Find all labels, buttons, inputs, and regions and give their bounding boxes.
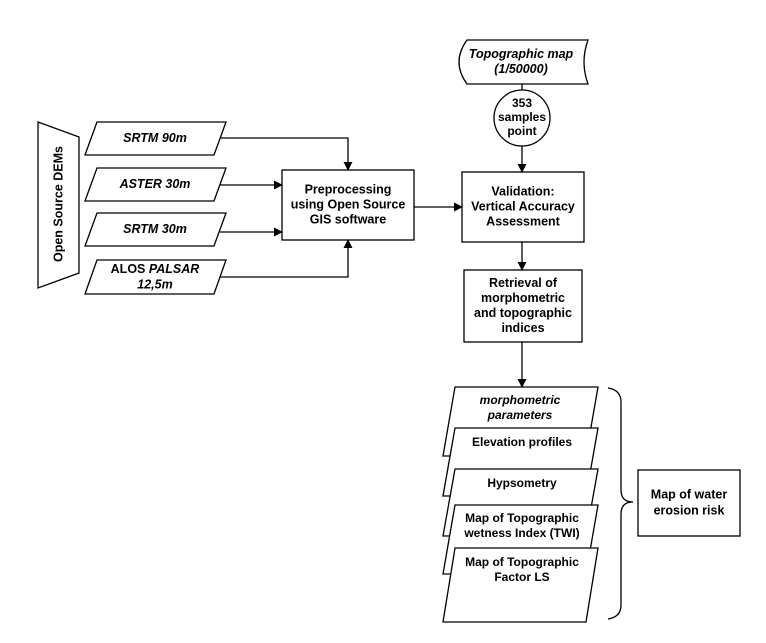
output-label: Elevation profiles xyxy=(472,435,572,449)
topographic-map-label: Topographic map(1/50000) xyxy=(469,47,574,76)
topographic-map-node: Topographic map(1/50000) xyxy=(458,39,589,85)
dem-alos-palsar: ALOS PALSAR 12,5m xyxy=(84,259,227,295)
text-line: Preprocessing xyxy=(305,182,392,196)
output-label-line: morphometric xyxy=(480,393,561,407)
output-label-line: Hypsometry xyxy=(487,476,557,490)
text-line: point xyxy=(507,124,536,138)
open-source-dems-group: Open Source DEMs xyxy=(37,121,80,289)
text-line: (1/50000) xyxy=(494,62,548,76)
outputs-brace xyxy=(607,387,634,620)
dem-srtm-30m: SRTM 30m xyxy=(84,212,227,247)
dem-aster-30m: ASTER 30m xyxy=(84,167,227,202)
dem-label-part: ALOS xyxy=(111,262,149,276)
dem-label-part: PALSAR xyxy=(149,262,199,276)
text-line: using Open Source xyxy=(291,197,406,211)
erosion-risk-label: Map of water erosion risk xyxy=(651,487,728,517)
arrow-alos-to-preprocessing xyxy=(220,239,353,278)
text-line: and topographic xyxy=(474,306,572,320)
dem-label: SRTM 90m xyxy=(123,131,187,145)
text-line: Map of water xyxy=(651,487,728,501)
text-line: erosion risk xyxy=(654,503,725,517)
text-line: morphometric xyxy=(481,291,565,305)
text-line: GIS software xyxy=(310,212,386,226)
open-source-dems-label: Open Source DEMs xyxy=(51,146,65,262)
text-line: indices xyxy=(501,321,544,335)
dem-label-part: ASTER 30m xyxy=(119,177,191,191)
dem-label: ASTER 30m xyxy=(119,177,191,191)
output-label-line: wetness Index (TWI) xyxy=(463,526,579,540)
arrow-srtm90-to-preprocessing xyxy=(220,137,353,171)
connectors xyxy=(220,84,527,388)
text-line: Retrieval of xyxy=(489,276,558,290)
dem-label-part: SRTM 30m xyxy=(123,222,187,236)
dem-label: SRTM 30m xyxy=(123,222,187,236)
output-label-line: Factor LS xyxy=(494,570,549,584)
text-line: Validation: xyxy=(491,184,554,198)
output-label: Hypsometry xyxy=(487,476,557,490)
dem-label-part: SRTM 90m xyxy=(123,131,187,145)
output-label-line: Map of Topographic xyxy=(465,555,579,569)
text-line: Vertical Accuracy xyxy=(471,199,575,213)
erosion-risk-box: Map of water erosion risk xyxy=(637,469,741,537)
text-line: Assessment xyxy=(486,214,560,228)
text-line: 353 xyxy=(512,96,532,110)
output-label-line: Elevation profiles xyxy=(472,435,572,449)
output-label-line: Map of Topographic xyxy=(465,511,579,525)
dem-label: ALOS PALSAR xyxy=(111,262,200,276)
dem-srtm-90m: SRTM 90m xyxy=(84,121,227,156)
text-line: Topographic map xyxy=(469,47,574,61)
dem-label-line2: 12,5m xyxy=(137,277,172,291)
text-line: samples xyxy=(498,110,546,124)
output-label-line: parameters xyxy=(487,408,553,422)
